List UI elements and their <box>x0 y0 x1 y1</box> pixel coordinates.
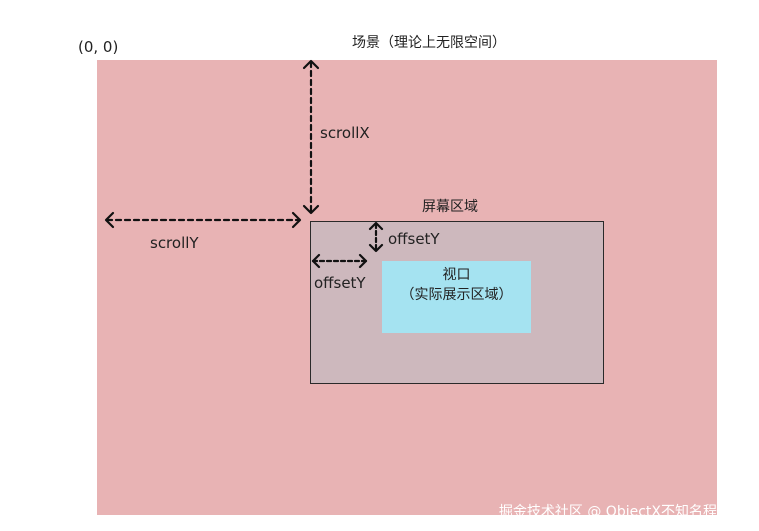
scroll-horizontal-arrow <box>104 211 302 229</box>
origin-label: (0, 0) <box>78 38 119 56</box>
viewport-label-block: 视口 （实际展示区域） <box>382 265 531 305</box>
viewport-label: 视口 <box>442 267 471 283</box>
scroll-horizontal-label: scrollY <box>150 234 199 252</box>
offset-vertical-arrow <box>368 221 384 253</box>
offset-horizontal-label: offsetY <box>314 274 366 292</box>
offset-horizontal-arrow <box>311 253 368 269</box>
offset-vertical-label: offsetY <box>388 230 440 248</box>
viewport-sublabel: （实际展示区域） <box>400 287 513 303</box>
scene-label: 场景（理论上无限空间） <box>352 35 506 51</box>
scroll-vertical-label: scrollX <box>320 124 370 142</box>
scroll-vertical-arrow <box>302 59 320 215</box>
viewport-area <box>382 261 531 333</box>
watermark: 掘金技术社区 @ ObjectX不知名程序员 <box>498 504 745 520</box>
screen-label: 屏幕区域 <box>422 199 478 215</box>
